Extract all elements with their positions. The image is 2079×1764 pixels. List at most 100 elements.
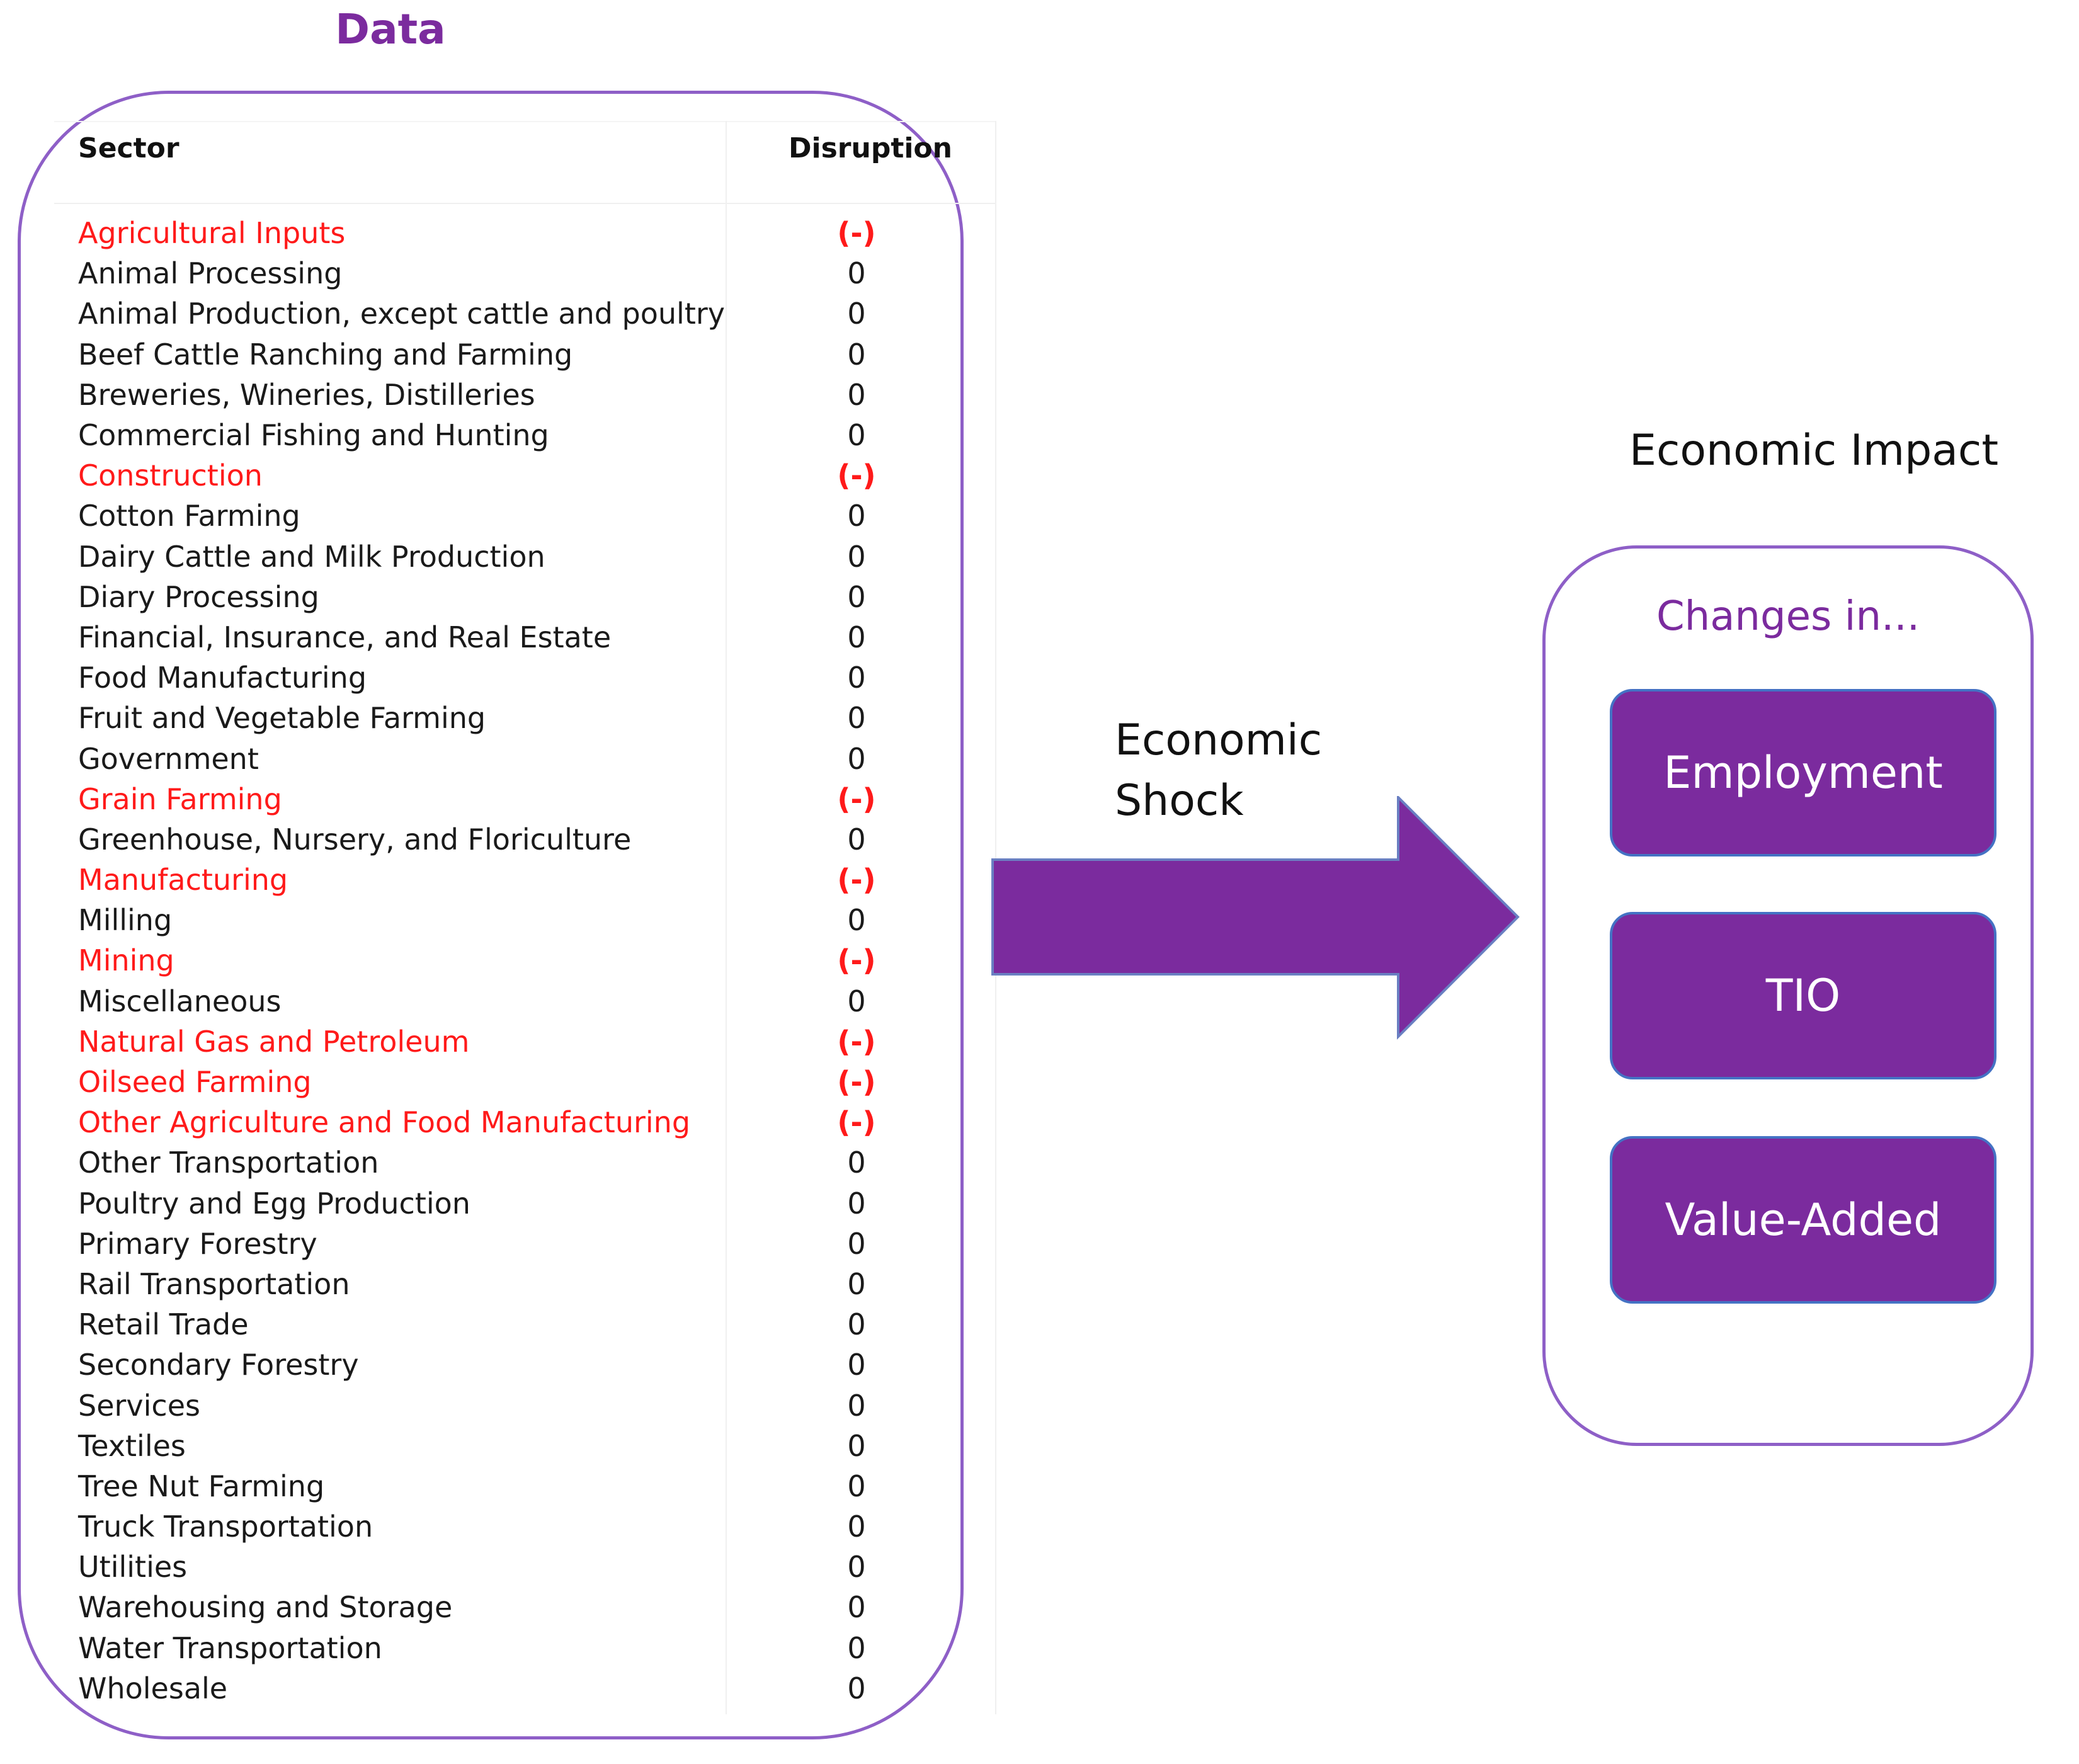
disruption-value: 0	[847, 499, 866, 533]
disruption-value: 0	[847, 297, 866, 331]
table-row: Construction (-)	[78, 455, 922, 496]
disruption-value: (-)	[837, 216, 876, 251]
shock-arrow	[991, 796, 1520, 1040]
sector-name: Dairy Cattle and Milk Production	[78, 539, 545, 574]
sector-name: Commercial Fishing and Hunting	[78, 418, 549, 453]
sector-name: Wholesale	[78, 1671, 228, 1705]
table-row: Other Agriculture and Food Manufacturing…	[78, 1102, 922, 1142]
table-row: Cotton Farming 0	[78, 496, 922, 536]
economic-impact-title: Economic Impact	[1629, 426, 1998, 475]
table-row: Fruit and Vegetable Farming 0	[78, 698, 922, 738]
sector-name: Oilseed Farming	[78, 1065, 312, 1100]
table-row: Grain Farming (-)	[78, 779, 922, 819]
table-row: Beef Cattle Ranching and Farming 0	[78, 334, 922, 375]
sector-name: Milling	[78, 903, 173, 938]
sector-name: Greenhouse, Nursery, and Floriculture	[78, 822, 632, 856]
disruption-value: 0	[847, 337, 866, 372]
disruption-value: (-)	[837, 782, 876, 816]
shock-label-line-1: Economic	[1115, 715, 1323, 765]
table-row: Textiles 0	[78, 1426, 922, 1466]
sector-name: Warehousing and Storage	[78, 1590, 453, 1625]
sector-name: Mining	[78, 943, 174, 978]
disruption-value: 0	[847, 418, 866, 453]
sector-name: Animal Production, except cattle and pou…	[78, 297, 726, 331]
impact-item-value-added: Value-Added	[1610, 1136, 1996, 1304]
disruption-value: (-)	[837, 1105, 876, 1140]
disruption-value: 0	[847, 1388, 866, 1423]
disruption-value: (-)	[837, 458, 876, 493]
sector-name: Secondary Forestry	[78, 1348, 359, 1382]
impact-item-employment: Employment	[1610, 689, 1996, 856]
disruption-value: 0	[847, 1550, 866, 1585]
sector-name: Retail Trade	[78, 1307, 249, 1342]
shock-label-line-2: Shock	[1115, 776, 1244, 826]
sector-name: Miscellaneous	[78, 984, 282, 1018]
disruption-value: 0	[847, 1266, 866, 1301]
table-grid-line-top	[54, 121, 996, 122]
disruption-value: 0	[847, 620, 866, 654]
sector-name: Beef Cattle Ranching and Farming	[78, 337, 573, 372]
sector-name: Construction	[78, 458, 263, 493]
table-header-divider	[54, 203, 996, 204]
data-title: Data	[335, 5, 446, 54]
economic-shock-label: Economic Shock	[1115, 710, 1322, 831]
table-row: Agricultural Inputs(-)	[78, 213, 922, 253]
sector-name: Other Transportation	[78, 1146, 379, 1180]
sector-name: Other Agriculture and Food Manufacturing	[78, 1105, 691, 1140]
disruption-value: 0	[847, 1630, 866, 1665]
disruption-value: 0	[847, 1510, 866, 1544]
sector-name: Grain Farming	[78, 782, 282, 816]
disruption-value: 0	[847, 539, 866, 574]
sector-name: Services	[78, 1388, 200, 1423]
table-row: Animal Production, except cattle and pou…	[78, 293, 922, 334]
disruption-value: 0	[847, 1348, 866, 1382]
disruption-value: 0	[847, 1671, 866, 1705]
sector-name: Water Transportation	[78, 1630, 382, 1665]
sector-name: Natural Gas and Petroleum	[78, 1024, 470, 1059]
table-row: Water Transportation 0	[78, 1628, 922, 1668]
table-row: Oilseed Farming(-)	[78, 1062, 922, 1102]
table-row: Manufacturing(-)	[78, 860, 922, 900]
disruption-value: 0	[847, 741, 866, 776]
disruption-value: 0	[847, 903, 866, 938]
sector-name: Truck Transportation	[78, 1510, 373, 1544]
sector-name: Tree Nut Farming	[78, 1469, 325, 1503]
disruption-value: 0	[847, 1186, 866, 1221]
table-row: Wholesale 0	[78, 1668, 922, 1709]
shock-arrow-shape	[991, 796, 1520, 1040]
table-row: Mining(-)	[78, 940, 922, 981]
table-row: Tree Nut Farming 0	[78, 1466, 922, 1506]
table-row: Secondary Forestry 0	[78, 1345, 922, 1385]
table-row: Other Transportation 0	[78, 1142, 922, 1183]
disruption-value: 0	[847, 1428, 866, 1463]
sector-name: Cotton Farming	[78, 499, 300, 533]
disruption-value: (-)	[837, 863, 876, 897]
table-row: Services 0	[78, 1385, 922, 1425]
sector-name: Primary Forestry	[78, 1226, 317, 1261]
table-row: Milling 0	[78, 900, 922, 940]
disruption-value: 0	[847, 701, 866, 736]
changes-in-label: Changes in...	[1656, 593, 1920, 640]
impact-item-tio: TIO	[1610, 912, 1996, 1079]
sector-name: Diary Processing	[78, 579, 319, 614]
table-row: Commercial Fishing and Hunting 0	[78, 415, 922, 455]
disruption-value: 0	[847, 1469, 866, 1503]
disruption-value: 0	[847, 256, 866, 291]
sector-name: Fruit and Vegetable Farming	[78, 701, 486, 736]
disruption-value: 0	[847, 377, 866, 412]
disruption-value: 0	[847, 1146, 866, 1180]
sector-name: Textiles	[78, 1428, 186, 1463]
data-panel	[18, 91, 964, 1739]
